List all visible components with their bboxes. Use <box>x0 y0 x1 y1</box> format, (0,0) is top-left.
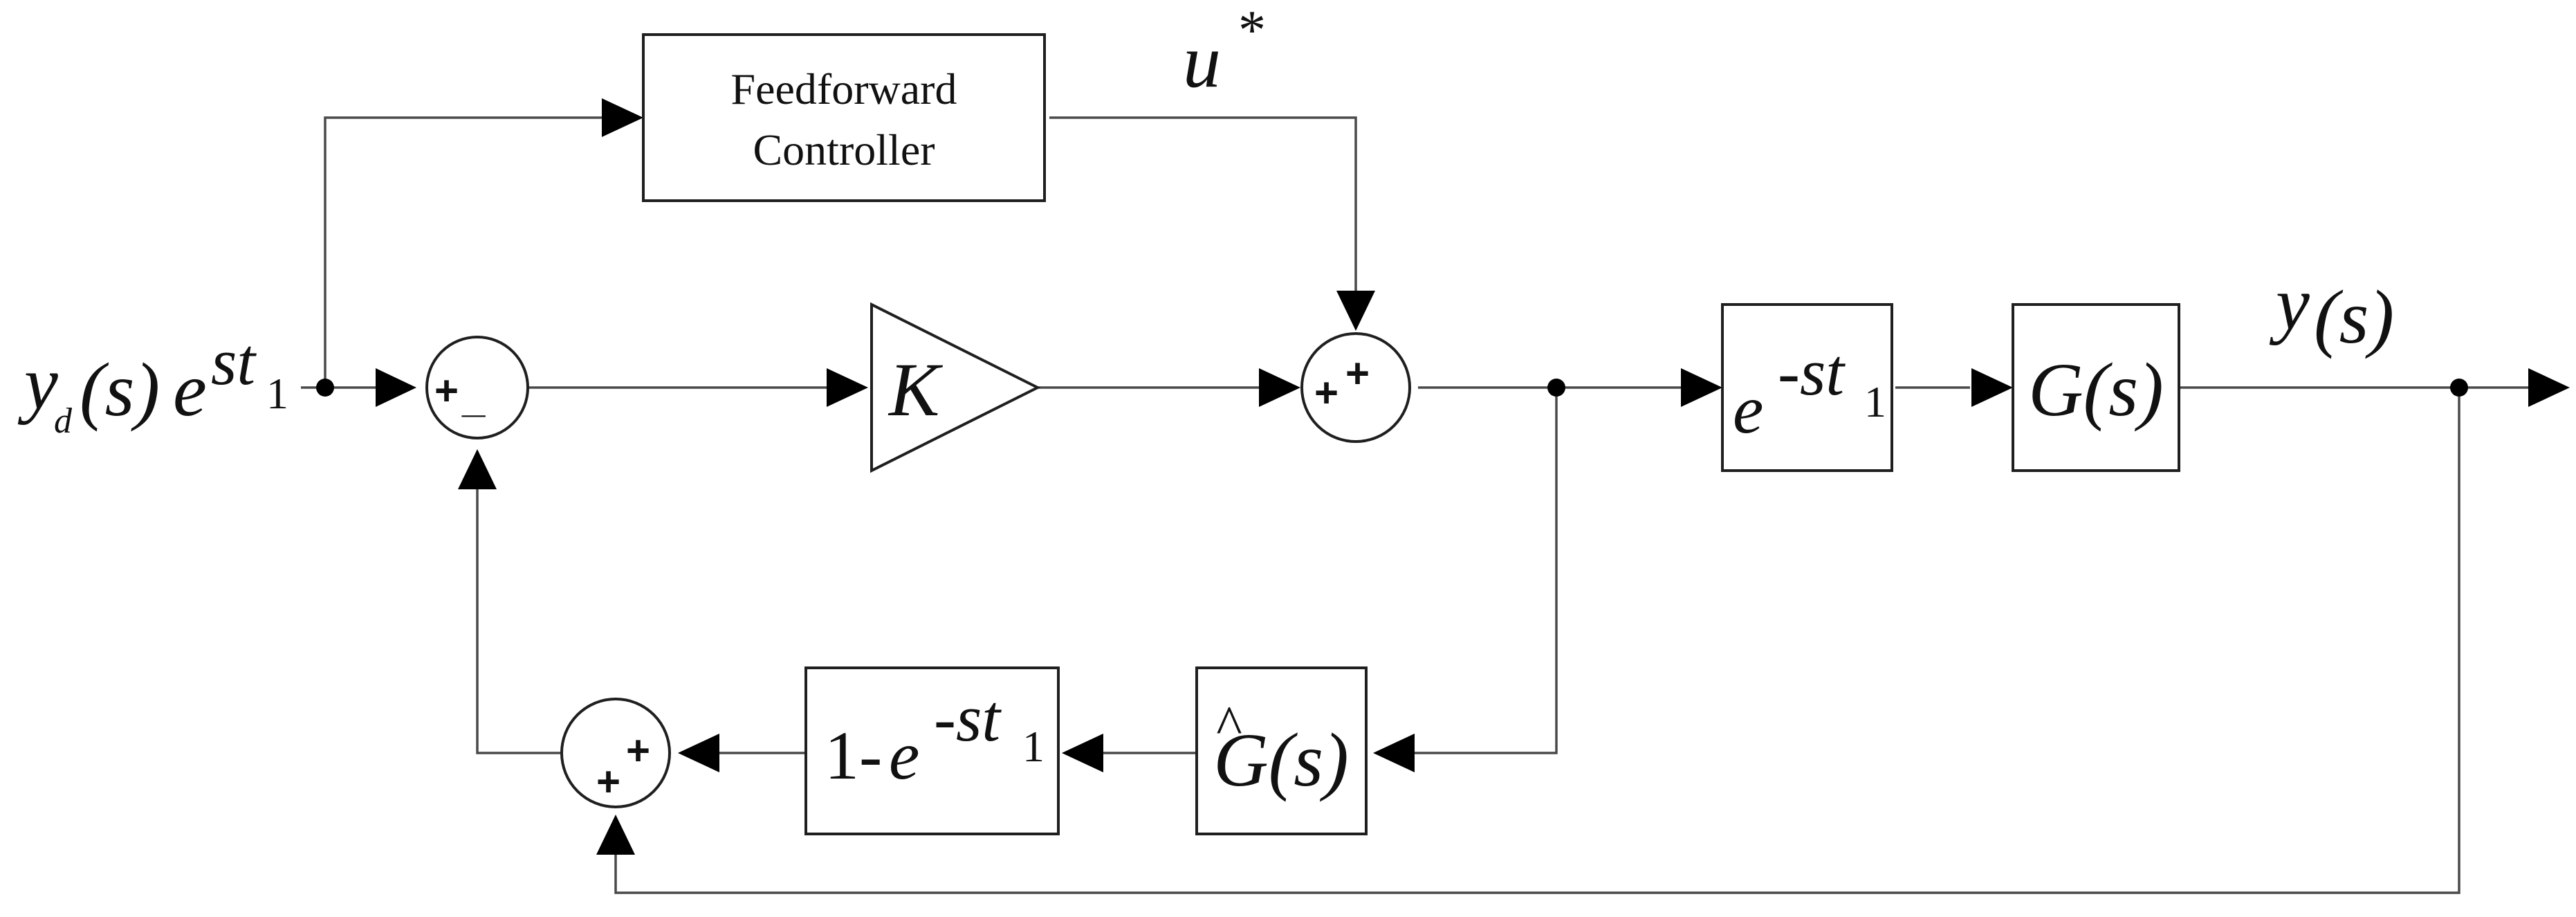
input-signal-label: y d (s) e st 1 <box>17 325 288 441</box>
feedforward-controller-block: Feedforward Controller <box>642 33 1046 202</box>
u-star: * <box>1238 0 1266 61</box>
plant-block: G(s) <box>2012 303 2180 472</box>
feedforward-label-line2: Controller <box>753 125 935 174</box>
output-y-symbol: y <box>2269 261 2310 345</box>
predictor-exponent: -st <box>934 681 1002 755</box>
control-sum-plus-top: + <box>1345 350 1370 397</box>
feedback-sum-plus-bottom: + <box>596 759 620 805</box>
feedforward-output-label: u * <box>1183 0 1266 103</box>
model-hat: ^ <box>1216 696 1242 756</box>
control-sum-plus-left: + <box>1314 370 1338 416</box>
arrowhead-feedforward-input <box>602 98 643 137</box>
error-summing-junction: + _ <box>425 336 529 439</box>
arrowhead-plant-input <box>1971 368 2013 407</box>
delay-exponent: -st <box>1778 335 1846 409</box>
model-block: ^ G(s) <box>1195 666 1368 835</box>
output-signal-label: y (s) <box>2269 261 2394 359</box>
junction-input <box>316 379 334 397</box>
input-s-argument: (s) <box>80 347 160 432</box>
gain-block: K <box>870 302 1041 473</box>
input-y-symbol: y <box>17 341 58 425</box>
arrowhead-predictor-input <box>1062 734 1103 772</box>
arrowhead-error-sum-input <box>376 368 416 407</box>
model-label: G(s) <box>1213 718 1349 802</box>
junction-output <box>2450 379 2468 397</box>
output-s-argument: (s) <box>2314 275 2394 359</box>
arrowhead-control-sum-left <box>1259 368 1300 407</box>
feedback-summing-junction: + + <box>560 698 671 808</box>
predictor-block: 1- e -st 1 <box>804 666 1060 835</box>
junction-control <box>1547 379 1565 397</box>
arrowhead-feedback-sum-right <box>678 734 719 772</box>
wire-feedback-to-error <box>476 478 560 754</box>
control-summing-junction: + + <box>1300 332 1411 443</box>
arrowheads <box>376 98 2570 855</box>
arrowhead-gain-input <box>827 368 868 407</box>
input-exponent: st <box>211 325 257 399</box>
predictor-prefix: 1- <box>825 717 882 794</box>
gain-label: K <box>887 347 944 432</box>
feedforward-label-line1: Feedforward <box>731 64 957 114</box>
delay-block: e -st 1 <box>1721 303 1893 472</box>
delay-exponent-subscript: 1 <box>1864 377 1886 426</box>
wire-feedforward-out <box>1049 116 1357 305</box>
error-sum-plus-sign: + <box>434 367 459 414</box>
input-e-symbol: e <box>173 347 207 432</box>
input-y-subscript: d <box>54 401 73 441</box>
arrowhead-delay-input <box>1681 368 1722 407</box>
wire-feedforward-in <box>324 116 609 388</box>
error-sum-minus-sign: _ <box>461 374 486 421</box>
delay-base: e <box>1733 371 1763 448</box>
arrowhead-error-sum-bottom <box>458 449 497 489</box>
predictor-base: e <box>889 717 919 794</box>
feedback-sum-plus-top: + <box>626 727 650 774</box>
arrowhead-feedback-sum-bottom <box>596 815 635 855</box>
predictor-exponent-subscript: 1 <box>1022 722 1045 771</box>
u-symbol: u <box>1183 19 1221 103</box>
junction-dots <box>316 379 2468 397</box>
plant-label: G(s) <box>2028 347 2164 432</box>
input-exponent-subscript: 1 <box>266 369 288 418</box>
wire-control-to-model <box>1397 388 1558 754</box>
arrowhead-control-sum-top <box>1336 291 1375 331</box>
arrowhead-output <box>2528 368 2570 407</box>
wire-output-feedback <box>614 388 2460 894</box>
arrowhead-model-input <box>1373 734 1415 772</box>
